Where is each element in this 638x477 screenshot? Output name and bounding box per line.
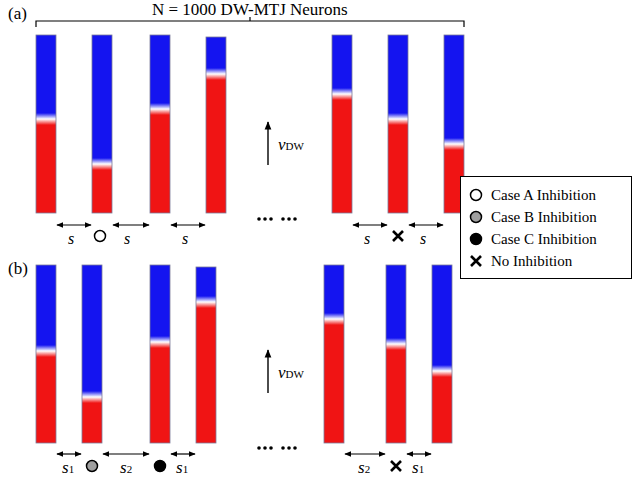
dimension-label: vDW — [278, 364, 304, 381]
legend-text: No Inhibition — [491, 253, 572, 270]
dimension-label: vDW — [278, 136, 304, 153]
label-text: s1 — [62, 459, 74, 476]
dimension-label: s — [68, 231, 74, 247]
label-text: s1 — [412, 459, 424, 476]
legend-row: No Inhibition — [467, 250, 625, 272]
legend-row: Case C Inhibition — [467, 228, 625, 250]
legend-text: Case B Inhibition — [491, 209, 597, 226]
dimension-label: s — [124, 231, 130, 247]
panel-label: (b) — [8, 260, 28, 277]
label-text: vDW — [278, 136, 304, 153]
legend-symbol — [467, 186, 485, 204]
label-text: s2 — [120, 459, 132, 476]
label-text: vDW — [278, 364, 304, 381]
dimension-label: s1 — [62, 459, 74, 476]
dimension-label: s1 — [176, 459, 188, 476]
legend-text: Case A Inhibition — [491, 187, 596, 204]
legend-symbol — [467, 252, 485, 270]
legend-symbol — [467, 208, 485, 226]
dimension-label: s2 — [358, 459, 370, 476]
legend-symbol — [467, 230, 485, 248]
dimension-label: s1 — [412, 459, 424, 476]
legend-row: Case A Inhibition — [467, 184, 625, 206]
label-text: s1 — [176, 459, 188, 476]
dimension-label: s — [420, 231, 426, 247]
panel-label: (a) — [8, 5, 27, 22]
dimension-label: s2 — [120, 459, 132, 476]
dimension-label: s — [182, 231, 188, 247]
array-title: N = 1000 DW-MTJ Neurons — [152, 1, 348, 18]
legend-row: Case B Inhibition — [467, 206, 625, 228]
legend-text: Case C Inhibition — [491, 231, 597, 248]
label-text: s2 — [358, 459, 370, 476]
dimension-label: s — [364, 231, 370, 247]
legend-box: Case A InhibitionCase B InhibitionCase C… — [460, 176, 632, 279]
